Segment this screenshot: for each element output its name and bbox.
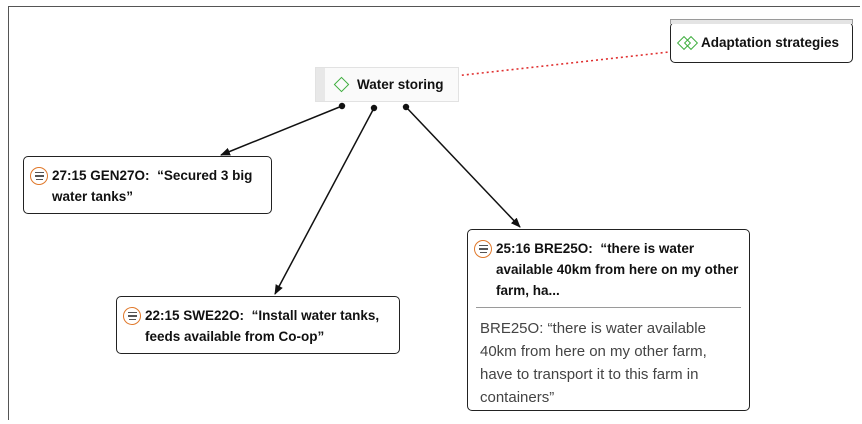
quotation-text: “Install water tanks, feeds available fr… [145,308,380,344]
quotation-node-22-15[interactable]: 22:15 SWE22O: “Install water tanks, feed… [116,296,400,354]
code-node-water-storing[interactable]: Water storing [315,67,459,102]
quotation-text: “there is water available 40km from here… [496,241,739,298]
code-group-label: Adaptation strategies [701,35,840,50]
quotation-comment: BRE25O: “there is water available 40km f… [480,320,707,406]
code-diamond-icon [333,76,350,93]
node-tab [670,19,853,24]
quotation-id: 27:15 GEN27O: [52,168,150,183]
canvas-frame [8,6,860,420]
quotation-icon [123,307,141,325]
quotation-icon [474,240,492,258]
node-handle [316,68,325,101]
code-group-icon [676,35,699,50]
code-group-node-adaptation-strategies[interactable]: Adaptation strategies [670,19,853,63]
quotation-id: 22:15 SWE22O: [145,308,245,323]
divider [476,307,741,308]
code-label: Water storing [357,77,444,92]
quotation-node-25-16[interactable]: 25:16 BRE25O: “there is water available … [467,229,750,411]
quotation-icon [30,167,48,185]
quotation-text: “Secured 3 big water tanks” [52,168,253,204]
quotation-node-27-15[interactable]: 27:15 GEN27O: “Secured 3 big water tanks… [23,156,272,214]
quotation-id: 25:16 BRE25O: [496,241,593,256]
